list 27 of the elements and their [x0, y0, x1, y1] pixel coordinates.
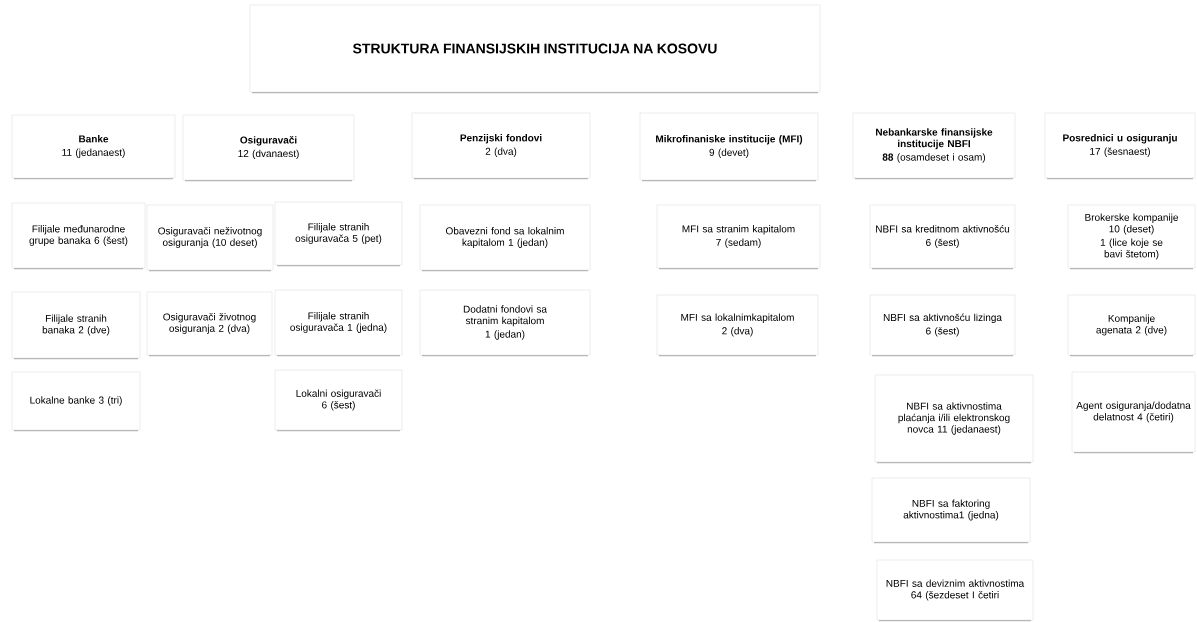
- category-box: Nebankarske finansijske institucije NBFI 88 (osamdeset i osam): [852, 112, 1016, 180]
- subcategory-box: NBFI sa deviznim aktivnostima 64 (šezdeset I četiri: [876, 559, 1034, 622]
- subcategory-box: NBFI sa faktoring aktivnostima1 (jedna): [871, 477, 1031, 544]
- subcategory-box: Filijale stranih banaka 2 (dve): [11, 291, 141, 360]
- subcategory-box: Agent osiguranja/dodatna delatnost 4 (četiri): [1071, 371, 1196, 454]
- category-box: Osiguravači 12 (dvanaest): [182, 114, 355, 182]
- subcategory-box: MFI sa stranim kapitalom 7 (sedam): [656, 204, 821, 270]
- subcategory-box: Lokalne banke 3 (tri): [11, 371, 141, 432]
- subcategory-box: Lokalni osiguravači 6 (šest): [274, 369, 403, 432]
- subcategory-box: Obavezni fond sa lokalnim kapitalom 1 (jedan): [419, 204, 591, 272]
- subcategory-box: Osiguravači neživotnog osiguranja (10 deset): [146, 204, 274, 272]
- category-box: Banke 11 (jedanaest): [11, 114, 176, 180]
- subcategory-box: Filijale stranih osiguravača 5 (pet): [274, 201, 403, 267]
- subcategory-box: Osiguravači životnog osiguranja 2 (dva): [146, 291, 273, 357]
- subcategory-box: Kompanije agenata 2 (dve): [1067, 294, 1196, 357]
- subcategory-box: Filijale stranih osiguravača 1 (jedna): [274, 289, 403, 357]
- subcategory-box: Dodatni fondovi sa stranim kapitalom 1 (jedan): [419, 289, 591, 357]
- subcategory-box: Filijale međunarodne grupe banaka 6 (šest): [11, 202, 146, 270]
- category-box: Posrednici u osiguranju 17 (šesnaest): [1044, 112, 1196, 180]
- subcategory-box: NBFI sa aktivnostima plaćanja i/ili elektronskog novca 11 (jedanaest): [874, 374, 1034, 464]
- category-box: Penzijski fondovi 2 (dva): [411, 112, 591, 180]
- category-box: Mikrofinaniske institucije (MFI) 9 (devet): [639, 112, 819, 182]
- subcategory-box: NBFI sa aktivnošću lizinga 6 (šest): [869, 294, 1016, 357]
- title-box: STRUKTURA FINANSIJSKIH INSTITUCIJA NA KOSOVU: [249, 4, 821, 94]
- subcategory-box: NBFI sa kreditnom aktivnošću 6 (šest): [869, 204, 1016, 270]
- subcategory-box: MFI sa lokalnimkapitalom 2 (dva): [656, 294, 819, 357]
- subcategory-box: Brokerske kompanije 10 (deset) 1 (lice koje se bavi štetom): [1067, 204, 1196, 270]
